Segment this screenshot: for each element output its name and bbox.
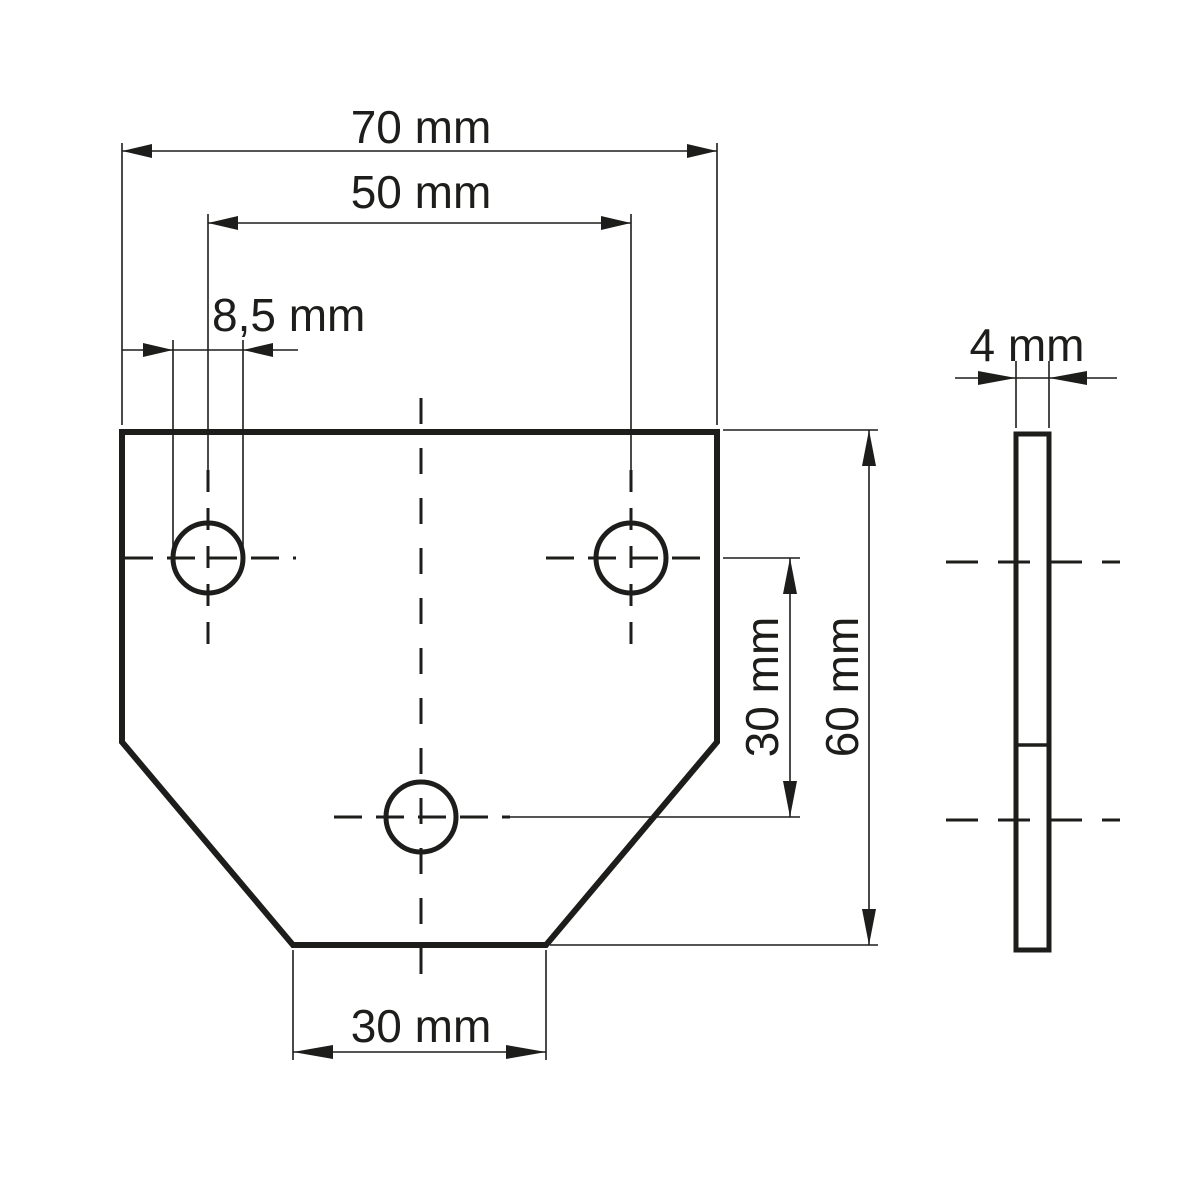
label-hole-spacing-vertical: 30 mm xyxy=(736,617,788,758)
label-bottom-edge-width: 30 mm xyxy=(351,1000,492,1052)
label-hole-diameter: 8,5 mm xyxy=(212,289,365,341)
side-view xyxy=(946,431,1120,953)
label-overall-width: 70 mm xyxy=(351,101,492,153)
dimension-hole-spacing-horizontal: 50 mm xyxy=(207,166,632,470)
dimension-overall-height: 60 mm xyxy=(550,429,878,946)
dimension-overall-width: 70 mm xyxy=(121,101,718,425)
front-view xyxy=(119,398,720,975)
label-overall-height: 60 mm xyxy=(816,617,868,758)
dimension-hole-spacing-vertical: 30 mm xyxy=(510,557,800,818)
dimension-bottom-edge-width: 30 mm xyxy=(292,950,547,1060)
dimension-hole-diameter: 8,5 mm xyxy=(122,289,365,555)
label-hole-spacing-horizontal: 50 mm xyxy=(351,166,492,218)
dimension-thickness: 4 mm xyxy=(955,319,1117,428)
label-thickness: 4 mm xyxy=(970,319,1085,371)
plate-outline xyxy=(119,429,720,948)
plate-side-profile xyxy=(1013,431,1052,953)
